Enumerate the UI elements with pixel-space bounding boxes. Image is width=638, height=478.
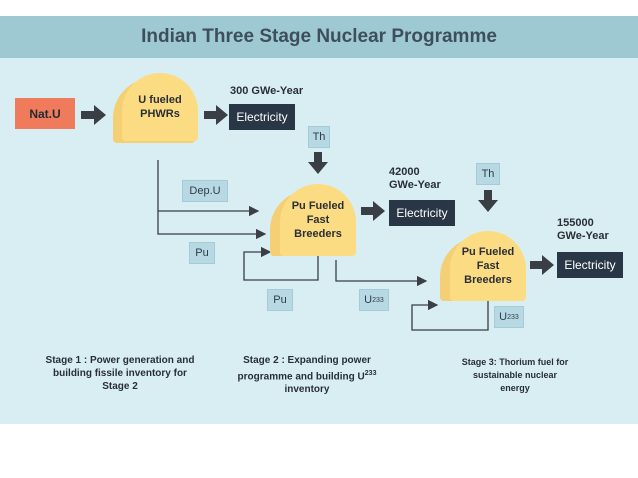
th-box-2: Th [476, 163, 500, 185]
pu-box-1: Pu [189, 242, 215, 264]
electricity-box-2: Electricity [389, 200, 455, 226]
natu-box: Nat.U [15, 98, 75, 129]
line-pu-recycle [243, 246, 319, 281]
reactor-fbr2-label: Pu Fueled Fast Breeders [450, 231, 526, 301]
electricity-box-3: Electricity [557, 252, 623, 278]
stage-2-text: Stage 2 : Expanding power programme and … [237, 355, 371, 383]
line-u233-recycle [411, 296, 489, 331]
stage-3-caption: Stage 3: Thorium fuel for sustainable nu… [461, 357, 569, 393]
stage-1-caption: Stage 1 : Power generation and building … [45, 355, 195, 392]
output-label-1: 300 GWe-Year [230, 85, 304, 97]
u233-box-2-sup: 233 [507, 313, 519, 321]
block-arrow-th1 [308, 152, 328, 174]
output-unit-3: GWe-Year [557, 230, 609, 242]
line-pu1 [157, 211, 267, 240]
output-value-2: 42000 [389, 166, 420, 178]
th-box-1: Th [308, 126, 330, 148]
stage-2-post: inventory [284, 384, 330, 396]
output-label-2: 42000 GWe-Year [389, 166, 441, 192]
block-arrow-fbr1-electricity [361, 201, 385, 221]
output-value-3: 155000 [557, 217, 594, 229]
line-u233-a [335, 260, 428, 287]
stage-2-caption: Stage 2 : Expanding power programme and … [232, 354, 382, 396]
block-arrow-fbr2-electricity [530, 255, 554, 275]
u233-box-1-sup: 233 [372, 296, 384, 304]
u233-box-1-symbol: U [364, 294, 373, 306]
output-unit-2: GWe-Year [389, 179, 441, 191]
block-arrow-natu [81, 105, 106, 125]
output-label-3: 155000 GWe-Year [557, 217, 609, 243]
stage-2-u: U [357, 371, 365, 383]
u233-box-2-symbol: U [499, 311, 508, 323]
electricity-box-1: Electricity [229, 104, 295, 130]
block-arrow-phwr-electricity [204, 105, 228, 125]
diagram-title: Indian Three Stage Nuclear Programme [141, 26, 497, 47]
pu-box-2: Pu [267, 289, 293, 311]
stage-2-sup: 233 [364, 370, 377, 377]
title-bar [0, 16, 638, 58]
reactor-phwr-label: U fueled PHWRs [122, 73, 198, 141]
block-arrow-th2 [478, 190, 498, 212]
reactor-fbr1-label: Pu Fueled Fast Breeders [280, 184, 356, 256]
depu-box: Dep.U [182, 180, 228, 202]
